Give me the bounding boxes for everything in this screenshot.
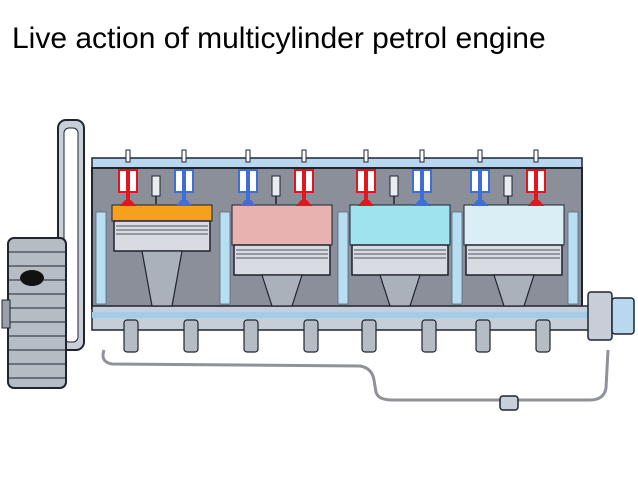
- rocker-stem: [363, 149, 369, 163]
- bearing-cap: [183, 319, 199, 353]
- slide-title: Live action of multicylinder petrol engi…: [12, 22, 546, 55]
- intake-valve-head: [414, 200, 430, 206]
- flywheel-hub: [20, 270, 44, 286]
- flywheel-shaft-stub: [1, 299, 11, 329]
- cylinder-1-gas: [111, 204, 213, 222]
- bearing-cap: [123, 319, 139, 353]
- cylinders: [111, 204, 565, 353]
- bearing-cap: [421, 319, 437, 353]
- piston-3: [351, 244, 449, 276]
- rocker-stem: [125, 149, 131, 163]
- rocker-stem: [477, 149, 483, 163]
- rocker-stem: [245, 149, 251, 163]
- rocker-stem: [181, 149, 187, 163]
- valves: [118, 149, 546, 206]
- flywheel-teeth: [8, 251, 66, 379]
- drain-plug: [499, 395, 519, 411]
- exhaust-valve-head: [358, 200, 374, 206]
- bearing-cap: [361, 319, 377, 353]
- cylinder-2-gas: [231, 204, 333, 246]
- cylinder-3-gas: [349, 204, 451, 246]
- intake-valve-head: [240, 200, 256, 206]
- oil-sump: [101, 349, 610, 402]
- piston-2: [233, 244, 331, 276]
- crank-pulley: [587, 291, 613, 341]
- cylinder-4-gas: [463, 204, 565, 246]
- connecting-rod-2: [261, 274, 303, 307]
- bearing-cap: [243, 319, 259, 353]
- exhaust-valve-head: [528, 200, 544, 206]
- water-jacket: [95, 211, 579, 305]
- spark-plug-4: [503, 175, 513, 197]
- rocker-stem: [301, 149, 307, 163]
- spark-plug-3: [389, 175, 399, 197]
- spark-plug-1: [151, 175, 161, 197]
- spark-plug-2: [271, 175, 281, 197]
- intake-valve-head: [176, 200, 192, 206]
- rocker-stem: [533, 149, 539, 163]
- intake-valve-head: [472, 200, 488, 206]
- connecting-rod-1: [141, 250, 183, 307]
- piston-1: [113, 220, 211, 252]
- timing-belt-inner: [63, 127, 79, 343]
- rocker-stem: [419, 149, 425, 163]
- bearing-cap: [475, 319, 491, 353]
- flywheel: [7, 237, 67, 389]
- piston-4: [465, 244, 563, 276]
- pulley-hub: [611, 297, 635, 335]
- exhaust-valve-head: [296, 200, 312, 206]
- exhaust-valve-head: [120, 200, 136, 206]
- camshaft-rail: [91, 157, 583, 169]
- connecting-rod-4: [493, 274, 535, 307]
- bearing-cap: [303, 319, 319, 353]
- crankshaft-core: [92, 312, 612, 318]
- bearing-cap: [535, 319, 551, 353]
- connecting-rod-3: [379, 274, 421, 307]
